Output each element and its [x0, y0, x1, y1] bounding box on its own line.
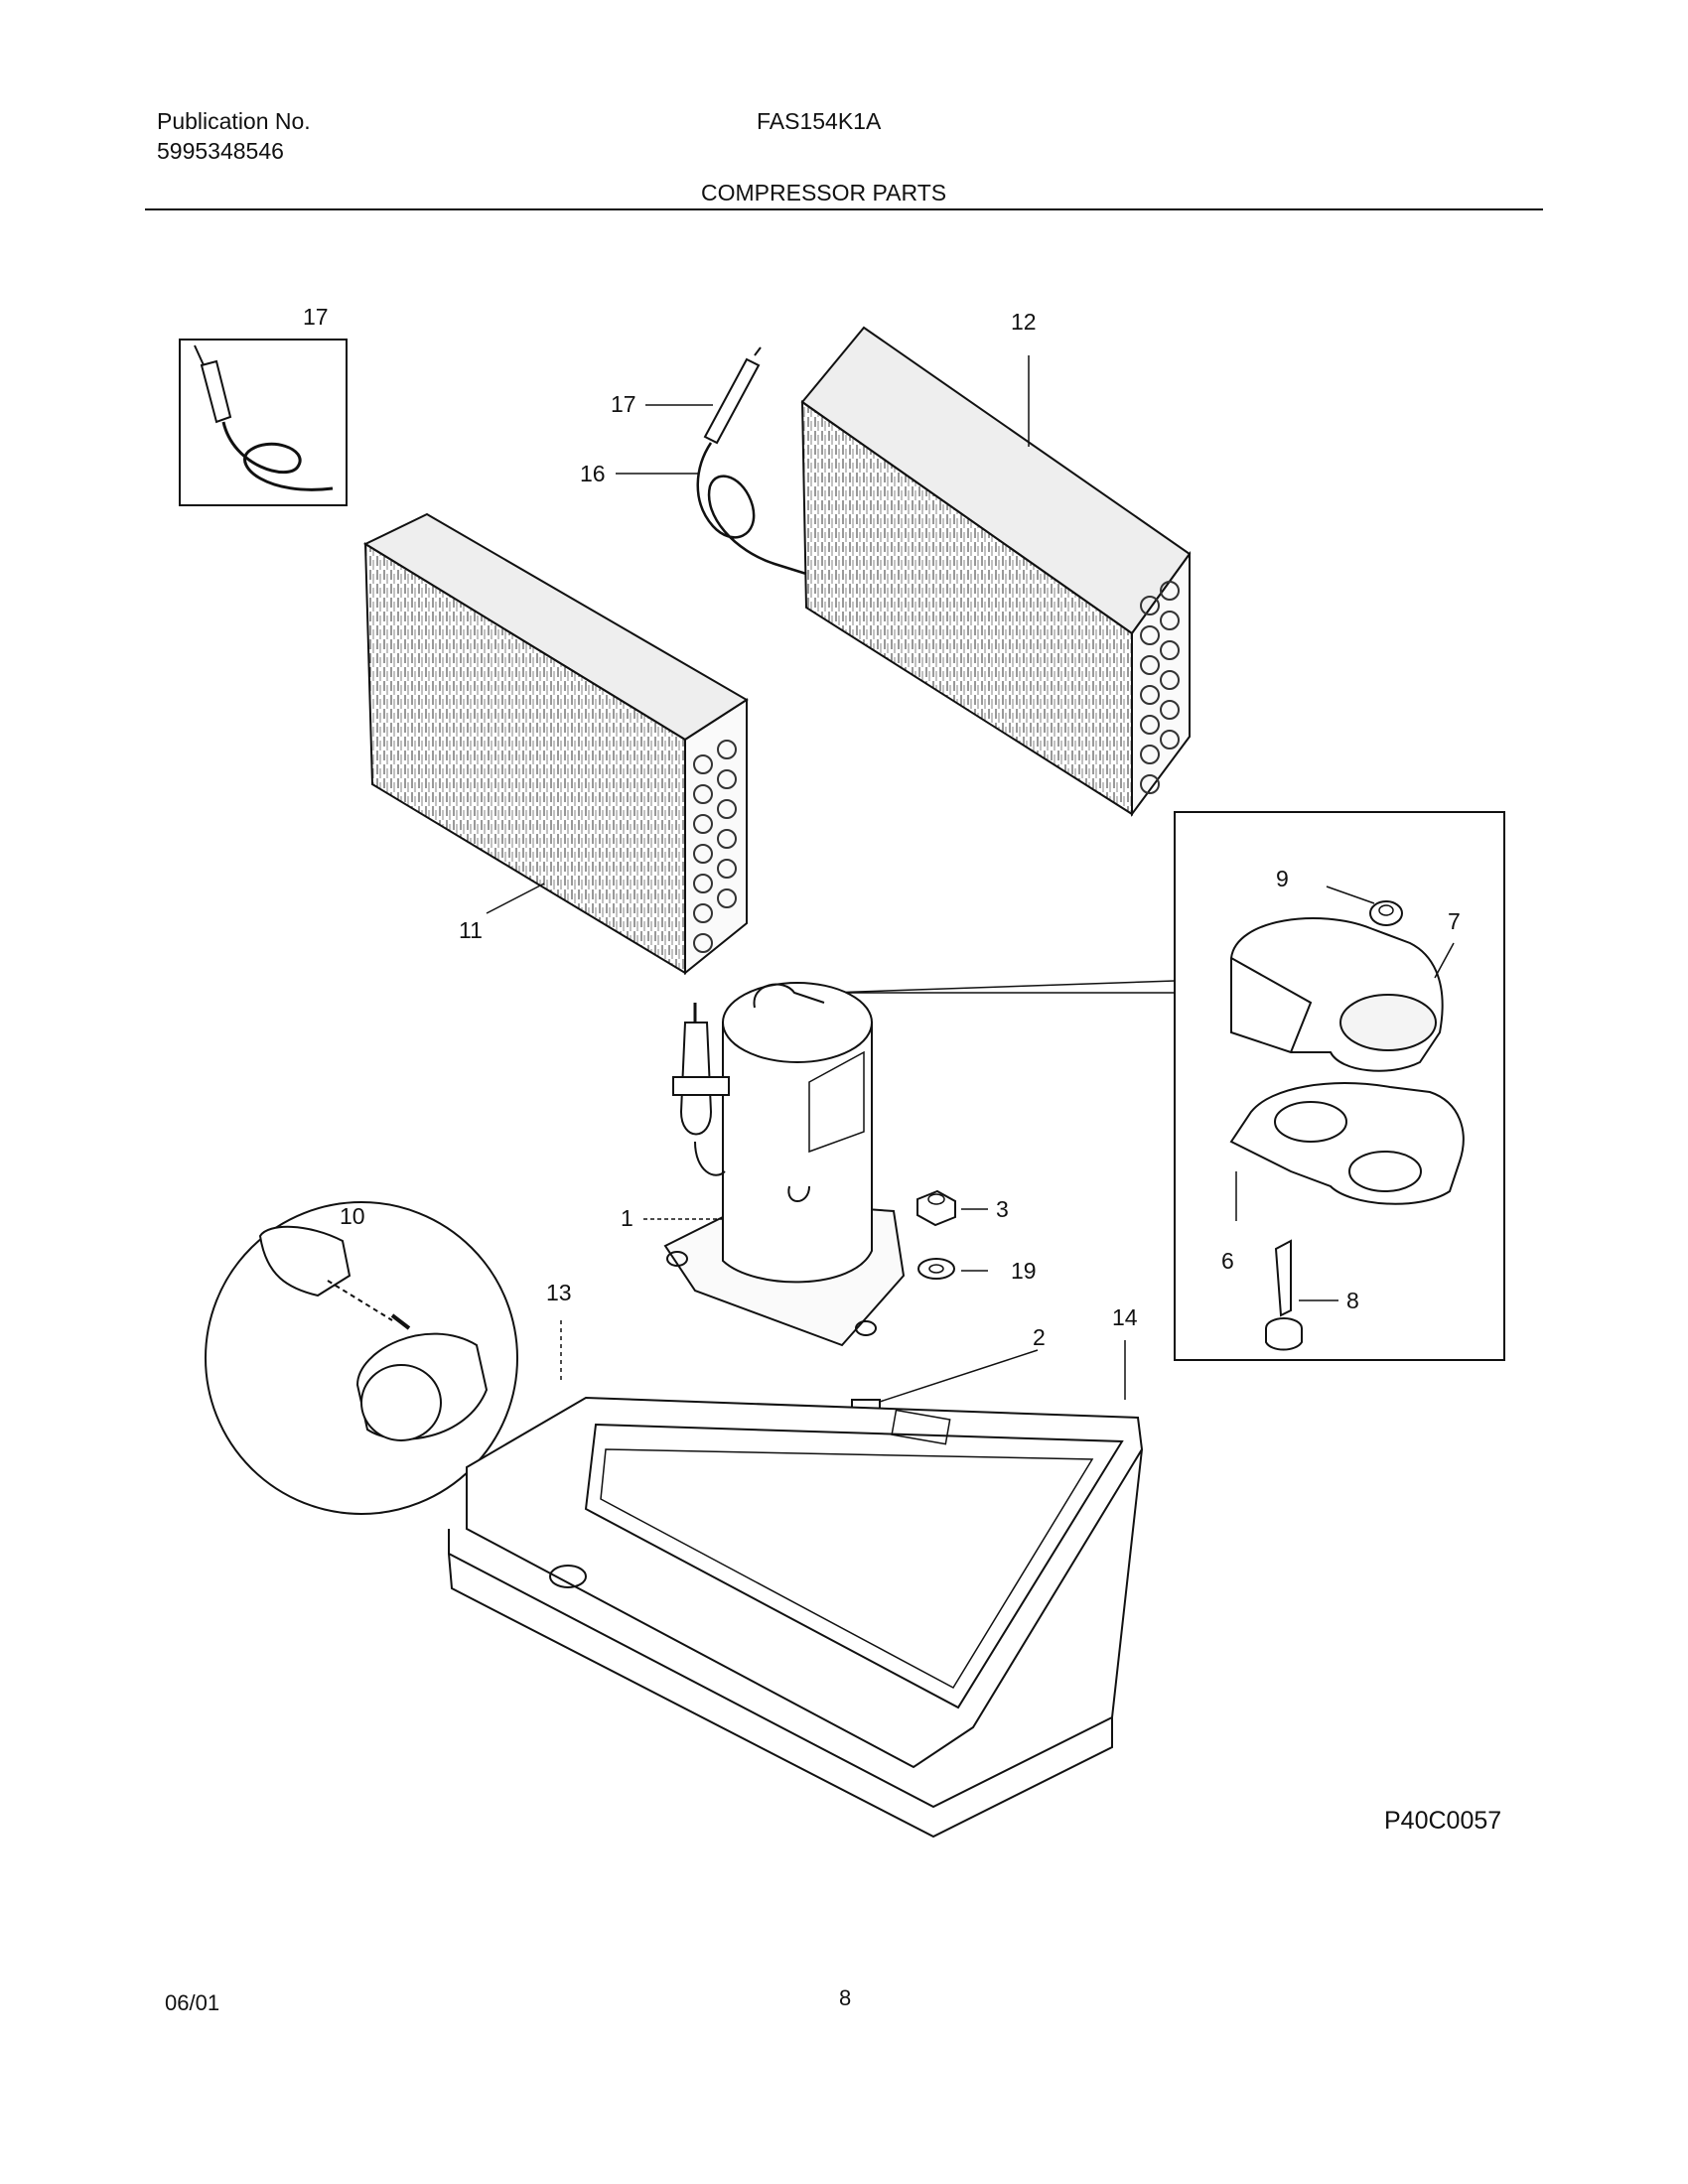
callout-19: 19 [1011, 1258, 1037, 1284]
compressor-1 [663, 982, 906, 1347]
callout-2: 2 [1033, 1324, 1046, 1350]
callout-17-inset: 17 [303, 304, 329, 330]
callout-13: 13 [546, 1280, 572, 1305]
figure-code: P40C0057 [1384, 1807, 1502, 1835]
evaporator-coil-11 [362, 512, 749, 976]
callout-14: 14 [1112, 1304, 1138, 1330]
leader-lines [486, 355, 1455, 1403]
callout-6: 6 [1221, 1248, 1234, 1274]
callout-10: 10 [340, 1203, 365, 1229]
callout-16: 16 [580, 461, 606, 486]
callout-8: 8 [1346, 1288, 1359, 1313]
base-pan [448, 1396, 1144, 1839]
callout-12: 12 [1011, 309, 1037, 335]
inset-thermistor-17 [179, 339, 348, 506]
revision-date: 06/01 [165, 1990, 220, 2015]
callout-3: 3 [996, 1196, 1009, 1222]
publication-number: 5995348546 [157, 138, 284, 164]
publication-label: Publication No. [157, 108, 311, 134]
callout-11: 11 [459, 917, 483, 943]
model-number: FAS154K1A [757, 108, 882, 134]
callout-17: 17 [611, 391, 636, 417]
callout-1: 1 [621, 1205, 633, 1231]
header-rule [145, 208, 1543, 210]
capacitor-detail-10 [205, 1201, 518, 1515]
section-title: COMPRESSOR PARTS [701, 180, 947, 205]
condenser-coil-12 [800, 326, 1192, 818]
callout-9: 9 [1276, 866, 1289, 891]
page-number: 8 [839, 1985, 852, 2010]
inset-terminal-cover [828, 811, 1505, 1361]
sensor-bulb-and-wire [696, 346, 807, 576]
callout-7: 7 [1448, 908, 1461, 934]
